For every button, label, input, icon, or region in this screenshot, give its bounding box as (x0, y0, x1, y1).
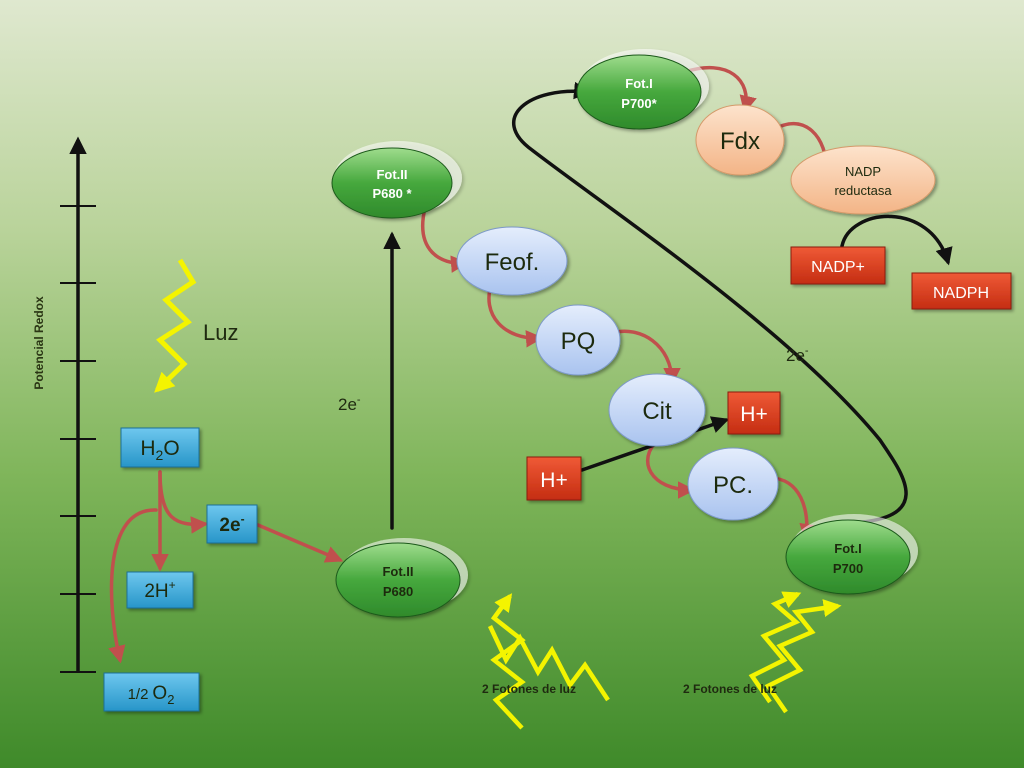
arrow-nadp-reduction (840, 214, 953, 266)
carrier-nadp-reductasa: NADP reductasa (790, 145, 936, 215)
ps1-excited-line2: P700* (621, 96, 657, 111)
svg-text:NADP+: NADP+ (811, 259, 865, 276)
light-bolt-icon (154, 258, 197, 393)
ps1-excited-line1: Fot.I (625, 76, 652, 91)
photon-bolts-ps1-icon (748, 591, 842, 714)
photons-label-ps2: 2 Fotones de luz (482, 682, 576, 696)
arrow-electrons-to-ps2 (256, 523, 344, 563)
arrow-ps1-excitation (512, 81, 908, 525)
box-water: H2O (120, 427, 200, 468)
svg-text:PC.: PC. (713, 472, 753, 499)
svg-text:NADPH: NADPH (933, 285, 989, 302)
svg-text:2e-: 2e- (219, 512, 244, 536)
photon-bolts-ps2-icon (487, 593, 610, 730)
svg-text:H+: H+ (540, 469, 567, 492)
svg-text:Feof.: Feof. (485, 249, 540, 276)
ps2-excited-line1: Fot.II (376, 167, 407, 182)
svg-text:2H+: 2H+ (144, 578, 175, 602)
svg-text:NADP: NADP (845, 164, 881, 179)
photons-label-ps1: 2 Fotones de luz (683, 682, 777, 696)
carrier-ferredoxina: Fdx (695, 104, 785, 176)
carrier-citocromo: Cit (608, 373, 706, 447)
carrier-plastocianina: PC. (687, 447, 779, 521)
svg-text:1/2O2: 1/2O2 (128, 683, 175, 707)
light-label: Luz (203, 320, 238, 345)
photosystem-ps1-excited: Fot.I P700* (576, 49, 709, 130)
axis-ticks (60, 205, 96, 673)
arrow-water-to-electrons (158, 470, 209, 534)
ps2-line2: P680 (383, 584, 413, 599)
photosystem-ps2: Fot.II P680 (335, 538, 468, 618)
ps2-line1: Fot.II (382, 564, 413, 579)
svg-text:reductasa: reductasa (834, 183, 892, 198)
ps1-line2: P700 (833, 561, 863, 576)
arrow-pq-to-cit (610, 329, 681, 386)
arrow-water-to-oxygen (108, 508, 158, 664)
carrier-plastoquinona: PQ (535, 304, 621, 376)
redox-axis: Potencial Redox (32, 136, 96, 673)
photosystem-ps1: Fot.I P700 (785, 514, 918, 595)
ps1-line1: Fot.I (834, 541, 861, 556)
box-proton-in: H+ (526, 456, 582, 501)
box-nadph: NADPH (911, 272, 1012, 310)
svg-text:Fdx: Fdx (720, 128, 760, 155)
electrons-label-ps1: 2e- (786, 345, 809, 365)
box-nadp-plus: NADP+ (790, 246, 886, 285)
svg-text:H+: H+ (740, 403, 767, 426)
axis-label: Potencial Redox (32, 296, 46, 390)
box-protons-water: 2H+ (126, 571, 194, 609)
ps2-excited-line2: P680 * (372, 186, 412, 201)
carrier-feofitina: Feof. (456, 226, 568, 296)
electrons-label-ps2: 2e- (338, 394, 361, 414)
arrow-cit-to-pc (646, 438, 696, 499)
photosystem-ps2-excited: Fot.II P680 * (331, 141, 462, 219)
svg-text:PQ: PQ (561, 328, 596, 355)
box-proton-out: H+ (727, 391, 781, 435)
box-electrons: 2e- (206, 504, 258, 544)
svg-text:H2O: H2O (140, 437, 179, 463)
svg-text:Cit: Cit (642, 398, 672, 425)
